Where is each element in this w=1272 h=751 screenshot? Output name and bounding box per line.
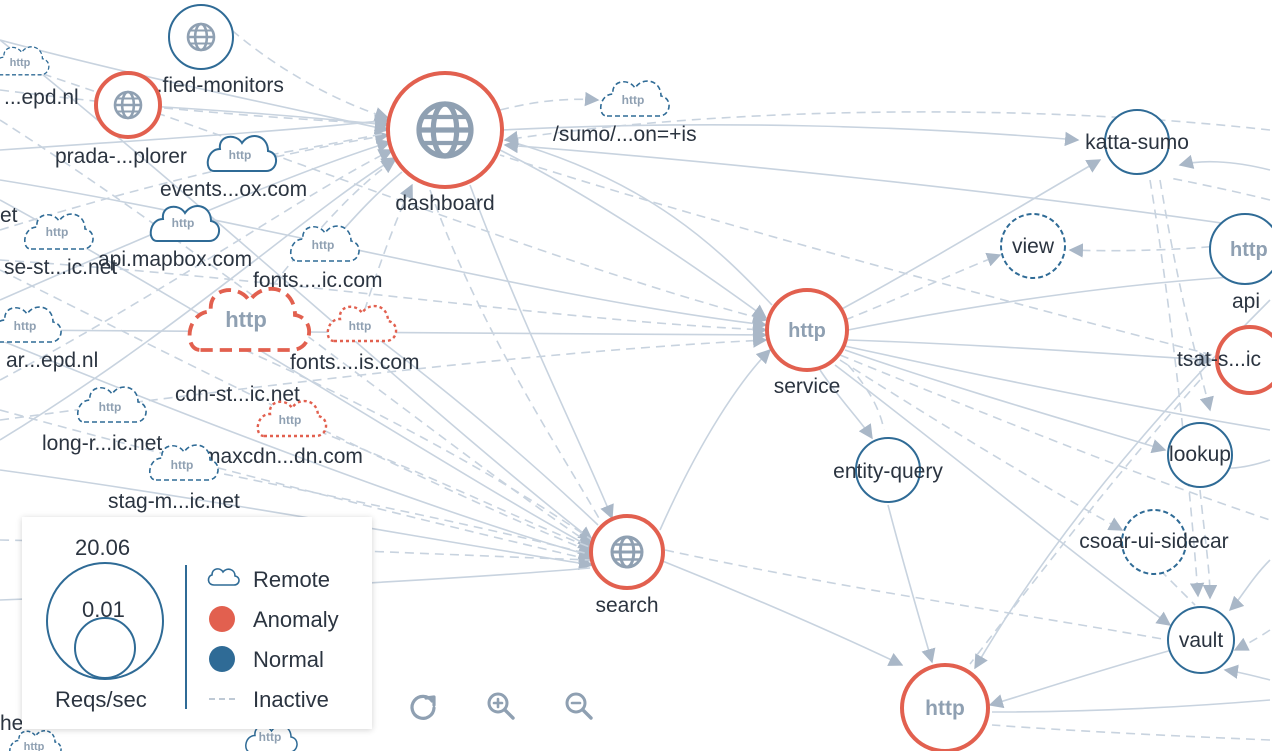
svg-text:ar...epd.nl: ar...epd.nl bbox=[6, 349, 98, 372]
svg-text:http: http bbox=[225, 307, 267, 332]
svg-text:he: he bbox=[0, 712, 23, 735]
svg-text:http: http bbox=[10, 57, 31, 69]
node-stag-m[interactable]: http stag-m...ic.net bbox=[108, 444, 240, 513]
node-mapbox[interactable]: http api.mapbox.com bbox=[98, 205, 252, 271]
reset-view-icon bbox=[410, 694, 436, 720]
svg-text:http: http bbox=[171, 458, 194, 472]
svg-text:...epd.nl: ...epd.nl bbox=[4, 86, 79, 109]
node-bottom-left[interactable]: http he bbox=[0, 712, 62, 751]
node-long-r[interactable]: http long-r...ic.net bbox=[42, 386, 162, 455]
svg-text:http: http bbox=[925, 697, 965, 720]
svg-text:katta-sumo: katta-sumo bbox=[1085, 131, 1189, 154]
svg-text:http: http bbox=[229, 148, 252, 162]
svg-text:http: http bbox=[99, 400, 122, 414]
node-vault[interactable]: vault bbox=[1167, 606, 1235, 674]
svg-text:view: view bbox=[1012, 235, 1055, 258]
svg-text:api: api bbox=[1232, 290, 1260, 313]
node-prada[interactable]: prada-...plorer bbox=[55, 71, 187, 168]
node-unified-monitors[interactable]: ...fied-monitors bbox=[145, 4, 284, 97]
svg-text:service: service bbox=[774, 375, 841, 398]
svg-text:/sumo/...on=+is: /sumo/...on=+is bbox=[553, 123, 697, 146]
svg-text:cdn-st...ic.net: cdn-st...ic.net bbox=[175, 383, 300, 406]
node-bottom-mid[interactable]: http bbox=[245, 725, 298, 751]
svg-text:...fied-monitors: ...fied-monitors bbox=[145, 74, 284, 97]
svg-text:entity-query: entity-query bbox=[833, 460, 943, 483]
zoom-out-button[interactable] bbox=[561, 688, 597, 724]
svg-text:fonts....is.com: fonts....is.com bbox=[290, 351, 420, 374]
node-api-right[interactable]: http api bbox=[1209, 213, 1272, 313]
node-lookup[interactable]: lookup bbox=[1167, 422, 1233, 488]
svg-text:fonts....ic.com: fonts....ic.com bbox=[253, 269, 383, 292]
node-csoar-ui-sidecar[interactable]: csoar-ui-sidecar bbox=[1079, 509, 1229, 575]
svg-text:api.mapbox.com: api.mapbox.com bbox=[98, 248, 252, 271]
legend-size-max: 20.06 bbox=[75, 535, 131, 560]
svg-text:http: http bbox=[1230, 239, 1268, 261]
reset-view-button[interactable] bbox=[405, 688, 441, 724]
node-cdn-big[interactable]: http cdn-st...ic.net bbox=[175, 286, 312, 406]
svg-text:tsat-s...ic: tsat-s...ic bbox=[1177, 348, 1261, 371]
legend-size-title: Reqs/sec bbox=[55, 687, 147, 712]
svg-text:http: http bbox=[349, 319, 372, 333]
remote-cloud-icon bbox=[207, 568, 240, 586]
svg-text:stag-m...ic.net: stag-m...ic.net bbox=[108, 490, 240, 513]
svg-text:http: http bbox=[24, 741, 45, 751]
zoom-in-button[interactable] bbox=[483, 688, 519, 724]
svg-text:http: http bbox=[46, 225, 69, 239]
legend-graphic bbox=[46, 562, 240, 709]
legend-normal: Normal bbox=[253, 647, 324, 672]
node-service[interactable]: http service bbox=[765, 288, 849, 398]
svg-text:http: http bbox=[14, 319, 37, 333]
svg-text:et: et bbox=[0, 204, 18, 227]
node-search[interactable]: search bbox=[589, 514, 665, 617]
svg-text:http: http bbox=[172, 216, 195, 230]
zoom-in-icon bbox=[487, 692, 515, 720]
legend-size-min-circle bbox=[74, 617, 136, 679]
legend-inactive: Inactive bbox=[253, 687, 329, 712]
node-http-bottom[interactable]: http bbox=[900, 663, 990, 751]
legend-anomaly: Anomaly bbox=[253, 607, 339, 632]
node-fonts-is[interactable]: http fonts....is.com bbox=[290, 304, 420, 374]
node-ar-epd[interactable]: http ar...epd.nl bbox=[0, 306, 98, 372]
svg-text:http: http bbox=[622, 93, 645, 107]
node-sumo[interactable]: http /sumo/...on=+is bbox=[553, 80, 697, 146]
svg-text:events...ox.com: events...ox.com bbox=[160, 178, 307, 201]
svg-text:se-st...ic.net: se-st...ic.net bbox=[4, 256, 117, 279]
node-katta-sumo[interactable]: katta-sumo bbox=[1085, 109, 1189, 175]
legend-size-min: 0.01 bbox=[82, 597, 125, 622]
legend-panel: 20.06 0.01 Reqs/sec Remote Anomaly Norma… bbox=[22, 517, 372, 729]
legend-remote: Remote bbox=[253, 567, 331, 592]
svg-text:long-r...ic.net: long-r...ic.net bbox=[42, 432, 162, 455]
zoom-out-icon bbox=[565, 692, 593, 720]
svg-text:dashboard: dashboard bbox=[395, 192, 494, 215]
node-dashboard[interactable]: dashboard bbox=[386, 71, 504, 215]
svg-text:vault: vault bbox=[1179, 629, 1224, 652]
svg-text:prada-...plorer: prada-...plorer bbox=[55, 145, 187, 168]
node-entity-query[interactable]: entity-query bbox=[833, 437, 943, 503]
node-view[interactable]: view bbox=[1000, 213, 1066, 279]
svg-text:http: http bbox=[259, 730, 282, 744]
node-fonts-ic[interactable]: http fonts....ic.com bbox=[253, 225, 383, 292]
svg-text:http: http bbox=[312, 238, 335, 252]
node-se-st[interactable]: http se-st...ic.net bbox=[4, 213, 117, 279]
svg-text:csoar-ui-sidecar: csoar-ui-sidecar bbox=[1079, 530, 1228, 553]
svg-text:http: http bbox=[279, 413, 302, 427]
svg-text:maxcdn...dn.com: maxcdn...dn.com bbox=[203, 445, 363, 468]
node-tsat[interactable]: tsat-s...ic bbox=[1177, 325, 1272, 395]
normal-swatch bbox=[209, 646, 235, 672]
anomaly-swatch bbox=[209, 606, 235, 632]
svg-text:http: http bbox=[788, 320, 826, 342]
svg-text:lookup: lookup bbox=[1169, 443, 1231, 466]
node-epd-top[interactable]: http ...epd.nl bbox=[0, 46, 79, 109]
svg-text:search: search bbox=[595, 594, 658, 617]
node-maxcdn[interactable]: http maxcdn...dn.com bbox=[203, 399, 363, 468]
node-et-left[interactable]: et bbox=[0, 204, 18, 227]
node-events[interactable]: http events...ox.com bbox=[160, 135, 307, 201]
